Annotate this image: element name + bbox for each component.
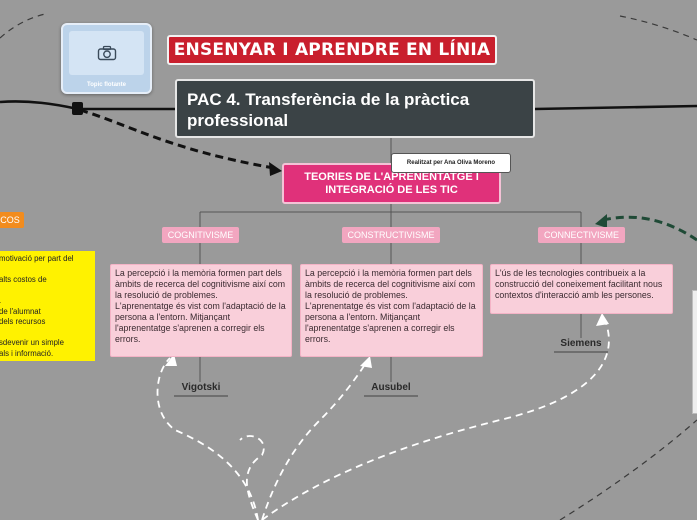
dashed-arc-top-right xyxy=(619,15,697,41)
left-note-line: sdevenir un simple xyxy=(0,338,65,347)
left-note-line: motivació per part del xyxy=(0,254,74,263)
branch-label-connectivisme[interactable]: CONNECTIVISME xyxy=(538,227,625,243)
branch-description-constructivisme[interactable]: La percepció i la memòria formen part de… xyxy=(300,264,483,357)
white-arrowhead-3 xyxy=(596,313,609,326)
dashed-arrow-black xyxy=(79,108,275,170)
author-siemens[interactable]: Siemens xyxy=(554,338,608,353)
branch-label-constructivisme[interactable]: CONSTRUCTIVISME xyxy=(342,227,440,243)
author-note[interactable]: Realitzat per Ana Oliva Moreno xyxy=(391,153,511,173)
left-note-line xyxy=(0,286,92,297)
dashed-arc-bottom-right xyxy=(559,419,697,520)
white-link-3 xyxy=(261,317,610,520)
white-arrowhead-2 xyxy=(360,356,372,368)
dashed-arc-top-left xyxy=(0,13,46,39)
left-note-line xyxy=(0,328,92,339)
right-edge-panel[interactable] xyxy=(692,290,697,414)
arrowhead-black xyxy=(269,162,282,176)
white-arrowhead-1 xyxy=(165,354,177,366)
arrowhead-green xyxy=(595,214,607,228)
white-link-4 xyxy=(239,435,265,520)
left-branch-label[interactable]: COS xyxy=(0,212,24,228)
branch-description-connectivisme[interactable]: L'ús de les tecnologies contribueix a la… xyxy=(490,264,673,314)
branch-description-cognitivisme[interactable]: La percepció i la memòria formen part de… xyxy=(110,264,292,357)
author-ausubel[interactable]: Ausubel xyxy=(364,382,418,397)
left-note-line: de l'alumnat xyxy=(0,306,41,316)
left-note-line: dels recursos xyxy=(0,317,46,326)
camera-icon[interactable] xyxy=(69,31,144,75)
white-link-1 xyxy=(156,357,259,520)
main-title[interactable]: ENSENYAR I APRENDRE EN LÍNIA xyxy=(167,35,497,65)
main-line-left xyxy=(0,100,79,111)
branch-label-cognitivisme[interactable]: COGNITIVISME xyxy=(162,227,239,243)
floating-topic[interactable]: Topic flotante xyxy=(61,23,152,94)
floating-topic-label: Topic flotante xyxy=(87,82,126,88)
left-branch-notes[interactable]: motivació per part del alts costos de . … xyxy=(0,251,95,361)
main-line-node xyxy=(72,102,83,115)
left-note-line xyxy=(0,265,92,276)
left-note-line: . xyxy=(0,296,92,307)
white-link-2 xyxy=(261,359,369,520)
author-vigotski[interactable]: Vigotski xyxy=(174,382,228,397)
pac-title[interactable]: PAC 4. Transferència de la pràctica prof… xyxy=(175,79,535,138)
left-note-line: als i informació. xyxy=(0,348,54,358)
left-note-line: alts costos de xyxy=(0,275,47,284)
main-line-right xyxy=(534,104,697,111)
